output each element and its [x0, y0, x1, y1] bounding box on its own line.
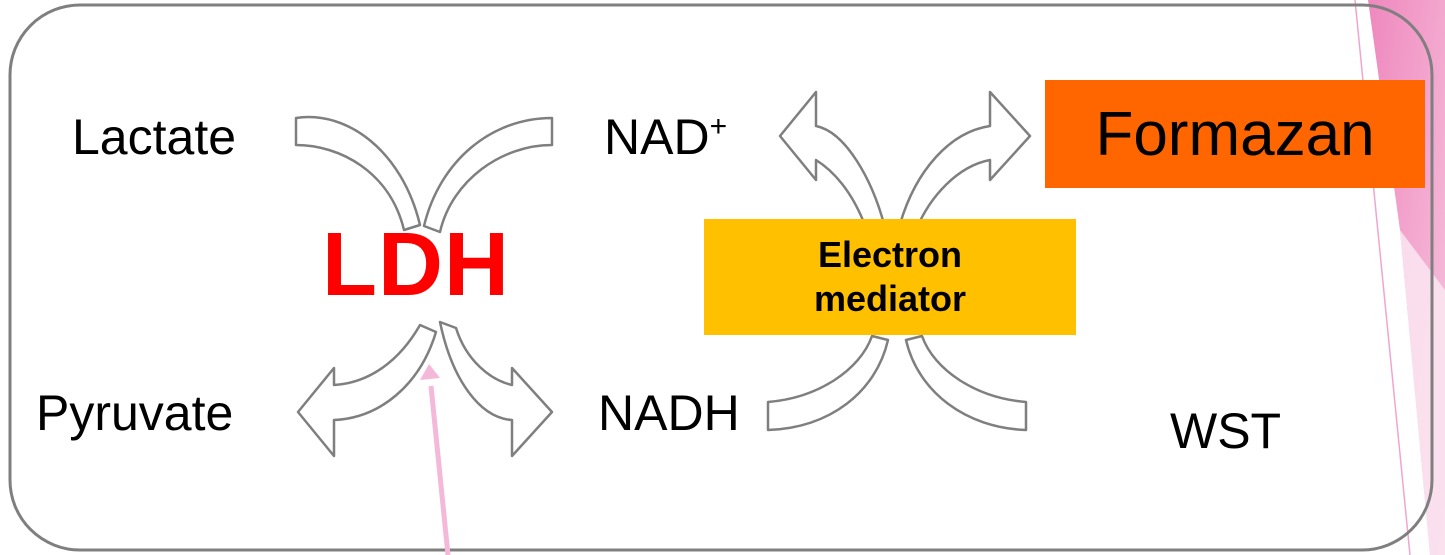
ldh-label: LDH	[322, 215, 510, 315]
arrow-to-nadh	[438, 320, 554, 458]
pyruvate-label: Pyruvate	[36, 385, 234, 441]
nadh-label: NADH	[598, 385, 740, 441]
formazan-box: Formazan	[1045, 80, 1425, 188]
arrow-nad-in	[422, 116, 554, 234]
arrow-nadh-in	[766, 334, 890, 432]
mediator-reaction-arrows	[766, 90, 1032, 432]
pink-up-arrow	[420, 364, 451, 555]
formazan-label: Formazan	[1095, 99, 1375, 169]
wst-label: WST	[1170, 403, 1282, 459]
slide-accent-light	[1400, 230, 1445, 555]
nad-label: NAD+	[604, 109, 728, 165]
lactate-label: Lactate	[72, 109, 237, 165]
diagram-frame	[8, 3, 1434, 552]
electron-mediator-line1: Electron	[817, 234, 963, 275]
arrow-lactate-in	[294, 115, 422, 232]
electron-mediator-line2: mediator	[813, 278, 967, 319]
arrow-wst-in	[904, 334, 1028, 432]
arrow-to-formazan	[898, 90, 1032, 232]
arrow-to-nad	[778, 90, 886, 230]
nad-superscript: +	[709, 110, 728, 143]
nad-text: NAD	[604, 109, 710, 165]
electron-mediator-box: Electron mediator	[704, 219, 1076, 335]
ldh-reaction-arrows	[294, 115, 554, 458]
arrow-to-pyruvate	[296, 323, 438, 458]
